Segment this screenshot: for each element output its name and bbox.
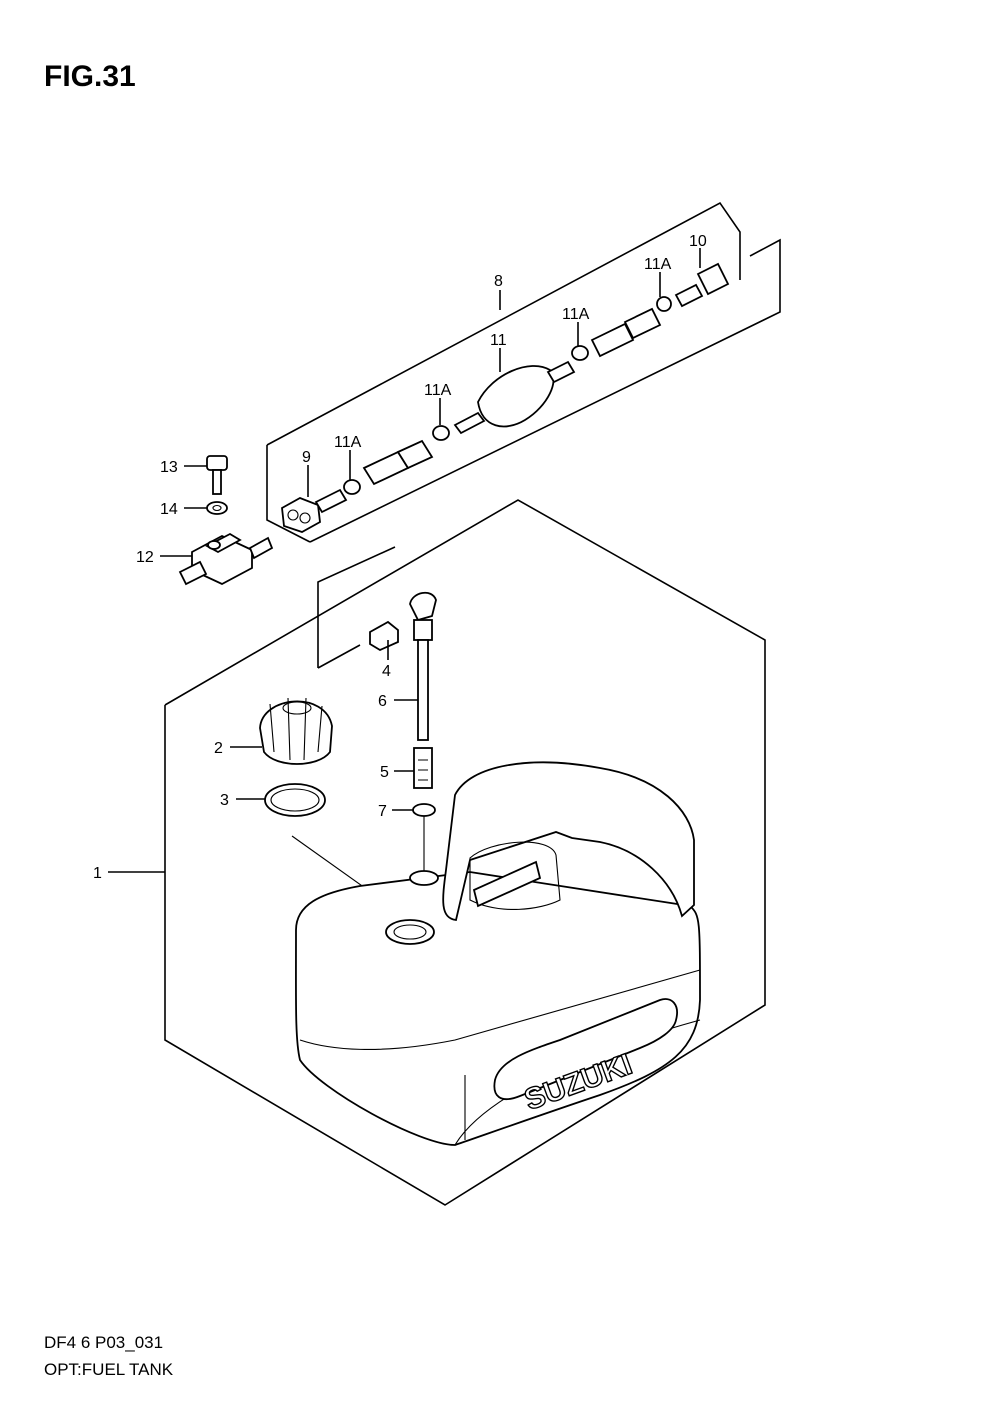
callout-5: 5: [380, 764, 389, 781]
bolt-13: [206, 455, 228, 495]
hose-segment-left: [362, 439, 434, 486]
tank-cap-2: [259, 697, 333, 765]
callout-4: 4: [382, 663, 391, 680]
hose-assembly-frame: [266, 201, 781, 543]
callout-3: 3: [220, 792, 229, 809]
callout-6: 6: [378, 693, 387, 710]
washer-14: [206, 501, 228, 515]
joint-12: [178, 532, 274, 586]
figure-title: FIG.31: [44, 60, 136, 93]
hose-clamp-11a-3: [571, 345, 589, 361]
callout-13: 13: [160, 459, 178, 476]
callout-1: 1: [93, 865, 102, 882]
callout-10: 10: [689, 233, 707, 250]
callout-12: 12: [136, 549, 154, 566]
hose-clamp-11a-4: [656, 296, 672, 312]
callout-11a-1: 11A: [334, 434, 362, 451]
pickup-tube-6: [409, 591, 437, 741]
callout-labels: 1 2 3 4 5 6 7 8 9 10 11 11A 11A 11A 11A …: [93, 233, 707, 882]
o-ring-7: [412, 803, 436, 817]
hose-clamp-11a-2: [432, 425, 450, 441]
tank-assembly-frame: [164, 499, 766, 1206]
figure-name: OPT:FUEL TANK: [44, 1360, 174, 1379]
callout-9: 9: [302, 449, 311, 466]
callout-11a-3: 11A: [562, 306, 590, 323]
fitting-4: [369, 620, 399, 652]
primer-bulb-11: [453, 360, 576, 435]
callout-11: 11: [490, 332, 507, 349]
gasket-3: [264, 783, 326, 817]
callout-11a-2: 11A: [424, 382, 452, 399]
hose-clamp-11a-left: [343, 479, 361, 495]
fuel-tank-body: SUZUKI: [295, 761, 701, 1146]
callout-2: 2: [214, 740, 223, 757]
filter-5: [413, 747, 433, 789]
hose-segment-right: [590, 307, 662, 358]
callout-8: 8: [494, 273, 503, 290]
figure-code: DF4 6 P03_031: [44, 1333, 164, 1352]
callout-11a-4: 11A: [644, 256, 672, 273]
callout-14: 14: [160, 501, 178, 518]
callout-7: 7: [378, 803, 387, 820]
leader-lines: [108, 248, 701, 873]
fuel-connector-9: [281, 488, 348, 533]
fuel-connector-10: [674, 262, 730, 308]
